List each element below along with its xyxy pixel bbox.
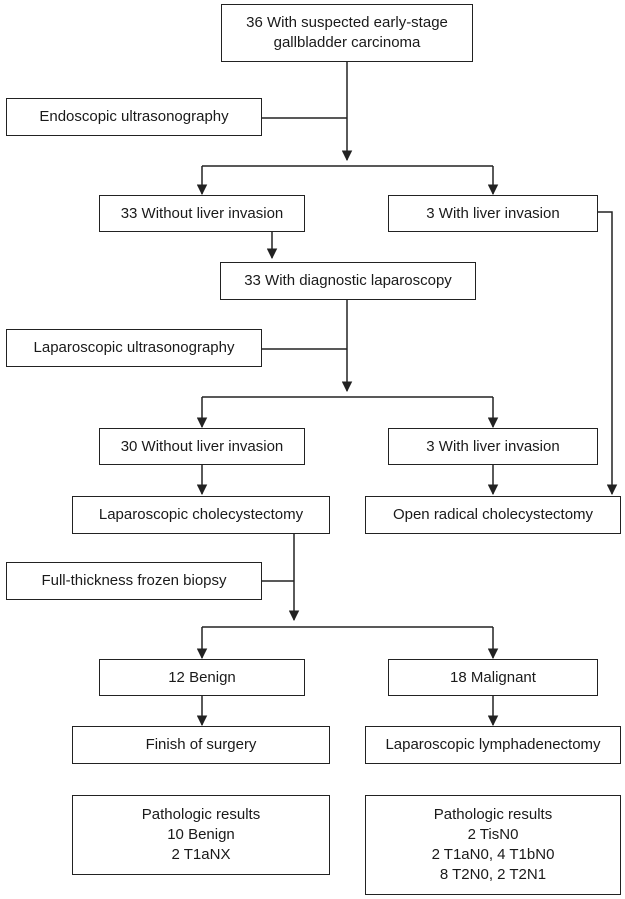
- lus-invasion-label: 3 With liver invasion: [426, 437, 560, 455]
- benign-label: 12 Benign: [168, 668, 236, 686]
- diag-laparoscopy-box: 33 With diagnostic laparoscopy: [220, 262, 476, 300]
- path-malignant-line-3: 8 T2N0, 2 T2N1: [439, 866, 547, 883]
- path-benign-line-1: 10 Benign: [167, 826, 235, 843]
- start-line-2: gallbladder carcinoma: [273, 34, 421, 51]
- start-line-1: 36 With suspected early-stage: [246, 14, 448, 31]
- finish-label: Finish of surgery: [145, 736, 257, 753]
- eus-label: Endoscopic ultrasonography: [39, 108, 229, 125]
- path-malignant-line-2: 2 T1aN0, 4 T1bN0: [431, 846, 555, 863]
- path-benign-box: Pathologic results 10 Benign 2 T1aNX: [72, 795, 330, 875]
- malignant-label: 18 Malignant: [450, 668, 536, 686]
- path-malignant-line-1: 2 TisN0: [467, 826, 519, 843]
- lymphadenectomy-box: Laparoscopic lymphadenectomy: [365, 726, 621, 764]
- lap-chole-label: Laparoscopic cholecystectomy: [98, 506, 304, 523]
- open-chole-label: Open radical cholecystectomy: [392, 506, 594, 523]
- lymphadenectomy-label: Laparoscopic lymphadenectomy: [385, 736, 601, 753]
- lus-box: Laparoscopic ultrasonography: [6, 329, 262, 367]
- path-malignant-title: Pathologic results: [433, 806, 553, 823]
- path-malignant-box: Pathologic results 2 TisN0 2 T1aN0, 4 T1…: [365, 795, 621, 895]
- lus-invasion-box: 3 With liver invasion: [388, 428, 598, 465]
- eus-box: Endoscopic ultrasonography: [6, 98, 262, 136]
- lap-chole-box: Laparoscopic cholecystectomy: [72, 496, 330, 534]
- lus-label: Laparoscopic ultrasonography: [33, 339, 235, 356]
- eus-invasion-label: 3 With liver invasion: [426, 204, 560, 222]
- lus-no-invasion-box: 30 Without liver invasion: [99, 428, 305, 465]
- eus-no-invasion-label: 33 Without liver invasion: [120, 204, 284, 222]
- lus-no-invasion-label: 30 Without liver invasion: [120, 437, 284, 455]
- frozen-biopsy-box: Full-thickness frozen biopsy: [6, 562, 262, 600]
- frozen-biopsy-label: Full-thickness frozen biopsy: [41, 572, 227, 589]
- malignant-box: 18 Malignant: [388, 659, 598, 696]
- benign-box: 12 Benign: [99, 659, 305, 696]
- open-chole-box: Open radical cholecystectomy: [365, 496, 621, 534]
- finish-box: Finish of surgery: [72, 726, 330, 764]
- eus-no-invasion-box: 33 Without liver invasion: [99, 195, 305, 232]
- eus-invasion-box: 3 With liver invasion: [388, 195, 598, 232]
- diag-laparoscopy-label: 33 With diagnostic laparoscopy: [244, 272, 452, 289]
- path-benign-title: Pathologic results: [141, 806, 261, 823]
- start-box: 36 With suspected early-stage gallbladde…: [221, 4, 473, 62]
- path-benign-line-2: 2 T1aNX: [171, 846, 231, 863]
